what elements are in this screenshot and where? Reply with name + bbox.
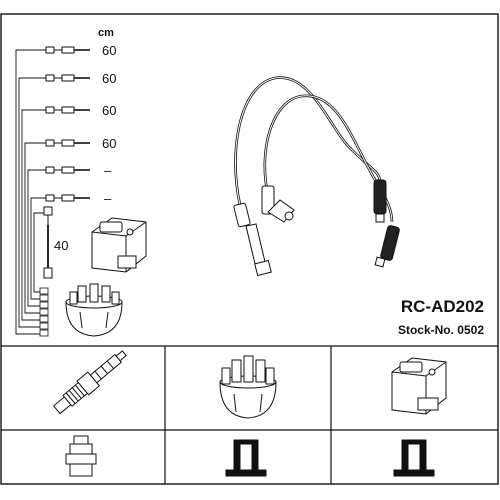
terminal-connector-icon: [225, 439, 267, 477]
coil-lead: 40: [43, 206, 68, 279]
spark-plug-icon: [52, 350, 127, 415]
distributor-cap-small-icon: [65, 283, 123, 337]
straight-plug-boot-icon: [233, 202, 272, 277]
lead-row-6: –: [45, 191, 112, 206]
length-unit: cm: [98, 27, 114, 39]
distributor-cap-icon: [219, 355, 277, 419]
lead-row-2: 60: [45, 71, 116, 86]
angled-plug-boot-icon: [261, 185, 295, 223]
product-code: RC-AD202: [401, 297, 484, 316]
ignition-coil-icon: [391, 357, 447, 415]
ignition-coil-small-icon: [91, 217, 147, 273]
terminal-connector-icon-2: [393, 439, 435, 477]
lead-length-5: –: [104, 163, 112, 178]
lead-length-1: 60: [102, 43, 116, 58]
outer-frame: [0, 13, 499, 485]
lead-length-4: 60: [102, 136, 116, 151]
lead-length-2: 60: [102, 71, 116, 86]
lead-row-1: 60: [45, 43, 116, 58]
stock-number: Stock-No. 0502: [398, 323, 484, 337]
lead-length-3: 60: [102, 103, 116, 118]
coil-end-connector-icon: [373, 179, 400, 268]
lead-cables: [15, 49, 46, 335]
lead-row-3: 60: [45, 103, 116, 118]
coil-lead-length: 40: [54, 238, 68, 253]
lead-row-4: 60: [45, 136, 116, 151]
straight-connector-icon: [65, 435, 97, 477]
lead-length-6: –: [104, 191, 112, 206]
lead-terminals: [39, 287, 49, 337]
lead-row-5: –: [45, 163, 112, 178]
cable-set-drawing: [234, 76, 394, 223]
